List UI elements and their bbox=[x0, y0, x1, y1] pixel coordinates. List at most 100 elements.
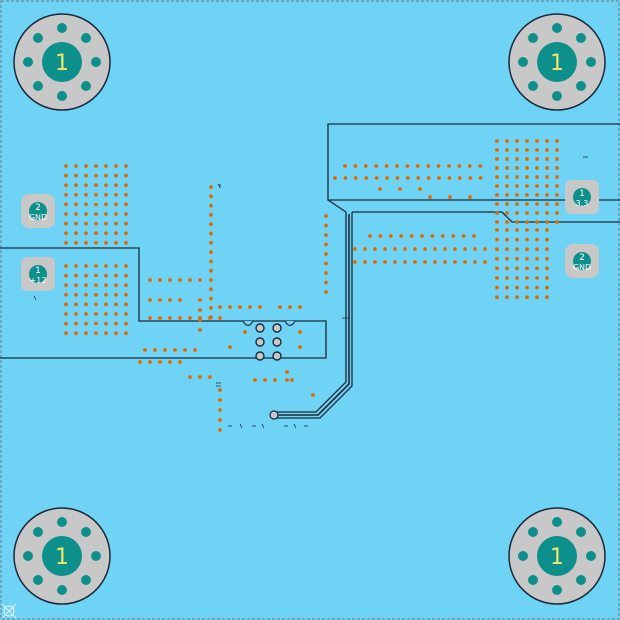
via bbox=[535, 228, 539, 232]
via bbox=[124, 164, 128, 168]
via bbox=[74, 292, 78, 297]
via bbox=[525, 247, 529, 252]
via bbox=[84, 331, 88, 336]
hole-drill bbox=[57, 517, 67, 527]
via bbox=[515, 202, 519, 206]
via bbox=[94, 321, 98, 326]
mounting-hole-label: 1 bbox=[550, 51, 564, 76]
via bbox=[403, 247, 407, 251]
via bbox=[64, 302, 68, 307]
via bbox=[395, 176, 400, 180]
mounting-hole-center bbox=[537, 536, 577, 576]
via bbox=[104, 264, 108, 268]
via bbox=[114, 202, 118, 207]
via bbox=[64, 264, 68, 268]
connector-net: 3.3 bbox=[576, 199, 589, 208]
via bbox=[168, 360, 172, 364]
via bbox=[384, 164, 389, 168]
ic-pad bbox=[272, 323, 282, 333]
via bbox=[555, 148, 559, 152]
via bbox=[545, 202, 549, 206]
via bbox=[525, 220, 529, 224]
hole-drill bbox=[23, 57, 33, 67]
hole-drill bbox=[528, 575, 538, 585]
via bbox=[418, 187, 422, 191]
via bbox=[451, 234, 456, 238]
via bbox=[437, 176, 441, 180]
via bbox=[515, 175, 519, 179]
mounting-hole-bottom-right[interactable]: 1 bbox=[508, 507, 606, 605]
via bbox=[94, 302, 98, 307]
via bbox=[555, 175, 559, 179]
via bbox=[84, 212, 88, 216]
via bbox=[505, 202, 509, 206]
via bbox=[209, 194, 213, 199]
via bbox=[124, 202, 128, 207]
hole-drill bbox=[586, 57, 596, 67]
via bbox=[168, 316, 172, 320]
via bbox=[114, 221, 118, 226]
via bbox=[148, 278, 152, 282]
via bbox=[535, 148, 539, 152]
via bbox=[525, 285, 529, 290]
via bbox=[104, 212, 108, 216]
via bbox=[104, 273, 108, 278]
hole-drill bbox=[576, 575, 586, 585]
connector-right-33v[interactable]: 1 3.3 bbox=[565, 180, 599, 214]
via bbox=[285, 378, 289, 382]
via bbox=[535, 166, 539, 170]
hole-drill bbox=[518, 57, 528, 67]
connector-left-gnd[interactable]: 2 GND bbox=[21, 194, 55, 228]
via bbox=[525, 184, 529, 188]
via bbox=[413, 247, 417, 251]
via bbox=[443, 260, 447, 264]
via bbox=[104, 231, 108, 236]
via bbox=[94, 312, 98, 316]
via bbox=[114, 240, 118, 245]
via bbox=[311, 393, 315, 397]
via bbox=[94, 212, 98, 216]
via bbox=[74, 212, 78, 216]
via bbox=[515, 166, 519, 170]
via bbox=[447, 176, 452, 180]
ic-pad bbox=[255, 323, 265, 333]
mark-bottom-row bbox=[228, 423, 308, 429]
via bbox=[403, 260, 407, 264]
via bbox=[218, 305, 222, 309]
connector-right-gnd[interactable]: 2 GND bbox=[565, 244, 599, 278]
connector-net: GND bbox=[29, 213, 47, 222]
mounting-hole-top-left[interactable]: 1 bbox=[13, 13, 111, 111]
hole-drill bbox=[576, 81, 586, 91]
via bbox=[461, 234, 466, 238]
via bbox=[433, 247, 437, 251]
via bbox=[94, 292, 98, 297]
via bbox=[153, 348, 157, 352]
via bbox=[426, 164, 431, 168]
via bbox=[198, 316, 202, 320]
hole-drill bbox=[57, 91, 67, 101]
via bbox=[545, 148, 549, 152]
via bbox=[525, 175, 529, 179]
via bbox=[114, 302, 118, 307]
via bbox=[124, 264, 128, 268]
via bbox=[353, 247, 357, 251]
via bbox=[545, 276, 549, 280]
via bbox=[515, 247, 519, 252]
hole-drill bbox=[81, 33, 91, 43]
via bbox=[423, 247, 427, 251]
vertical-trace-channel bbox=[274, 212, 347, 413]
connector-left-12v[interactable]: 1 +12 bbox=[21, 257, 55, 291]
via bbox=[178, 316, 182, 320]
hole-drill bbox=[57, 585, 67, 595]
via bbox=[545, 184, 549, 188]
mounting-hole-bottom-left[interactable]: 1 bbox=[13, 507, 111, 605]
via bbox=[420, 234, 424, 238]
via bbox=[114, 212, 118, 216]
via bbox=[535, 157, 539, 161]
via bbox=[468, 176, 473, 180]
via bbox=[555, 211, 559, 215]
right-top-region bbox=[327, 123, 620, 201]
mounting-hole-top-right[interactable]: 1 bbox=[508, 13, 606, 111]
via bbox=[64, 292, 68, 297]
